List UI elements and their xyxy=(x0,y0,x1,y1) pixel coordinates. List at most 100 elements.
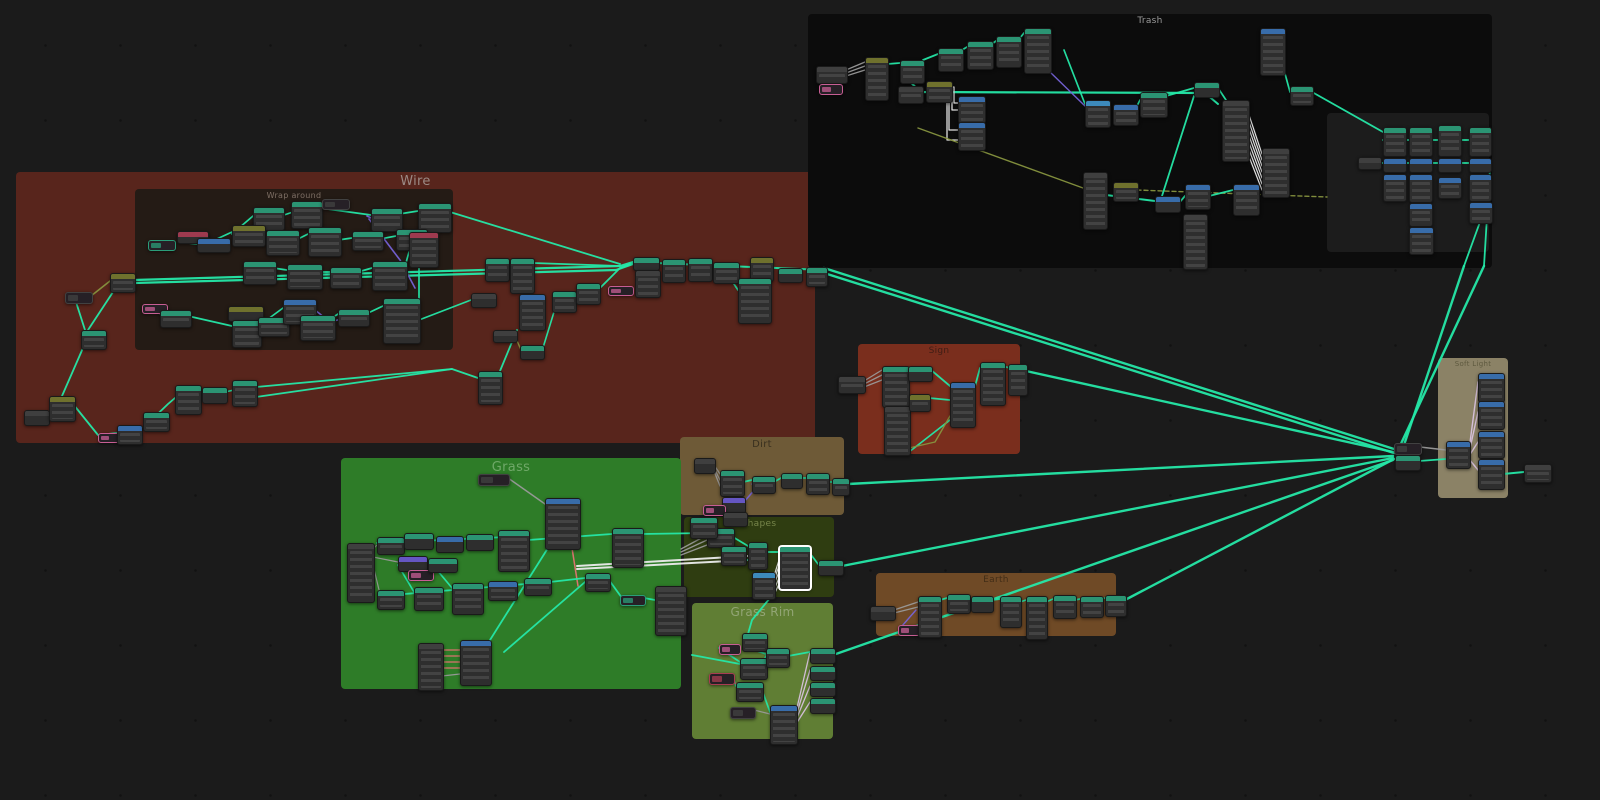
node[interactable] xyxy=(347,543,375,603)
node[interactable] xyxy=(322,199,350,210)
node[interactable] xyxy=(713,262,740,284)
node[interactable] xyxy=(460,640,492,686)
node[interactable] xyxy=(950,382,976,428)
node[interactable] xyxy=(1260,28,1286,76)
node[interactable] xyxy=(694,458,716,474)
node[interactable] xyxy=(232,225,266,247)
node[interactable] xyxy=(818,560,844,576)
node[interactable] xyxy=(958,96,986,124)
node[interactable] xyxy=(65,292,93,304)
node[interactable] xyxy=(488,581,518,601)
node[interactable] xyxy=(870,606,896,621)
node[interactable] xyxy=(1233,184,1260,216)
node[interactable] xyxy=(781,473,803,489)
node[interactable] xyxy=(719,644,741,655)
node[interactable] xyxy=(478,474,510,486)
node[interactable] xyxy=(498,530,530,572)
node[interactable] xyxy=(338,309,370,327)
node[interactable] xyxy=(519,294,546,331)
node[interactable] xyxy=(143,412,170,432)
node[interactable] xyxy=(918,596,942,638)
node[interactable] xyxy=(552,291,577,313)
node[interactable] xyxy=(1000,596,1022,628)
node[interactable] xyxy=(1469,174,1492,202)
node[interactable] xyxy=(690,517,718,539)
node[interactable] xyxy=(1183,214,1208,270)
node[interactable] xyxy=(377,590,405,610)
node[interactable] xyxy=(1438,177,1462,199)
node[interactable] xyxy=(409,232,439,268)
node[interactable] xyxy=(1085,100,1111,128)
node[interactable] xyxy=(308,227,342,257)
node[interactable] xyxy=(662,259,686,283)
node[interactable] xyxy=(1140,92,1168,118)
node[interactable] xyxy=(720,470,745,497)
node[interactable] xyxy=(898,86,924,104)
frame-grass[interactable]: Grass xyxy=(341,458,681,689)
node[interactable] xyxy=(882,366,910,408)
node[interactable] xyxy=(197,238,231,253)
node[interactable] xyxy=(471,293,497,308)
node[interactable] xyxy=(160,310,192,328)
node[interactable] xyxy=(1383,158,1407,173)
node[interactable] xyxy=(967,41,994,70)
node[interactable] xyxy=(884,406,911,456)
node[interactable] xyxy=(1409,158,1433,173)
node[interactable] xyxy=(736,682,764,702)
node[interactable] xyxy=(1024,28,1052,74)
node[interactable] xyxy=(110,273,136,293)
node[interactable] xyxy=(980,362,1006,406)
node[interactable] xyxy=(418,203,452,233)
node[interactable] xyxy=(770,705,798,745)
node[interactable] xyxy=(996,36,1022,68)
node[interactable] xyxy=(524,578,552,596)
node[interactable] xyxy=(1105,595,1127,617)
node[interactable] xyxy=(806,267,828,287)
node[interactable] xyxy=(810,648,836,664)
node[interactable] xyxy=(414,587,444,611)
node[interactable] xyxy=(740,658,768,680)
node[interactable] xyxy=(1394,443,1422,455)
node[interactable] xyxy=(1083,172,1108,230)
node[interactable] xyxy=(585,573,611,592)
node[interactable] xyxy=(752,572,776,600)
node[interactable] xyxy=(688,258,713,282)
node[interactable] xyxy=(545,498,581,550)
node[interactable] xyxy=(372,261,408,291)
node[interactable] xyxy=(742,633,768,652)
node[interactable] xyxy=(493,330,518,343)
node[interactable] xyxy=(291,201,323,229)
node[interactable] xyxy=(832,478,850,496)
node[interactable] xyxy=(428,558,458,573)
node[interactable] xyxy=(243,261,277,285)
node[interactable] xyxy=(723,512,748,527)
node[interactable] xyxy=(908,366,933,382)
node[interactable] xyxy=(971,596,994,613)
node[interactable] xyxy=(81,330,107,350)
node[interactable] xyxy=(898,625,920,636)
node[interactable] xyxy=(1080,596,1104,618)
node[interactable] xyxy=(117,425,143,445)
node[interactable] xyxy=(1383,174,1407,202)
node[interactable] xyxy=(838,376,866,394)
node[interactable] xyxy=(383,298,421,344)
node[interactable] xyxy=(1469,127,1492,157)
node[interactable] xyxy=(1438,125,1462,157)
node[interactable] xyxy=(752,476,776,494)
node[interactable] xyxy=(816,66,848,84)
node[interactable] xyxy=(1524,464,1552,483)
node[interactable] xyxy=(232,380,258,407)
node[interactable] xyxy=(766,648,790,668)
node[interactable] xyxy=(748,542,768,570)
node[interactable] xyxy=(49,396,76,422)
node[interactable] xyxy=(175,385,202,415)
node[interactable] xyxy=(510,258,535,294)
node[interactable] xyxy=(1222,100,1250,162)
node[interactable] xyxy=(1409,127,1433,157)
node[interactable] xyxy=(253,207,285,231)
node[interactable] xyxy=(778,268,803,283)
node[interactable] xyxy=(1053,595,1077,619)
node[interactable] xyxy=(576,283,601,305)
frame-trash-sub[interactable] xyxy=(1327,113,1489,252)
node[interactable] xyxy=(730,707,756,719)
